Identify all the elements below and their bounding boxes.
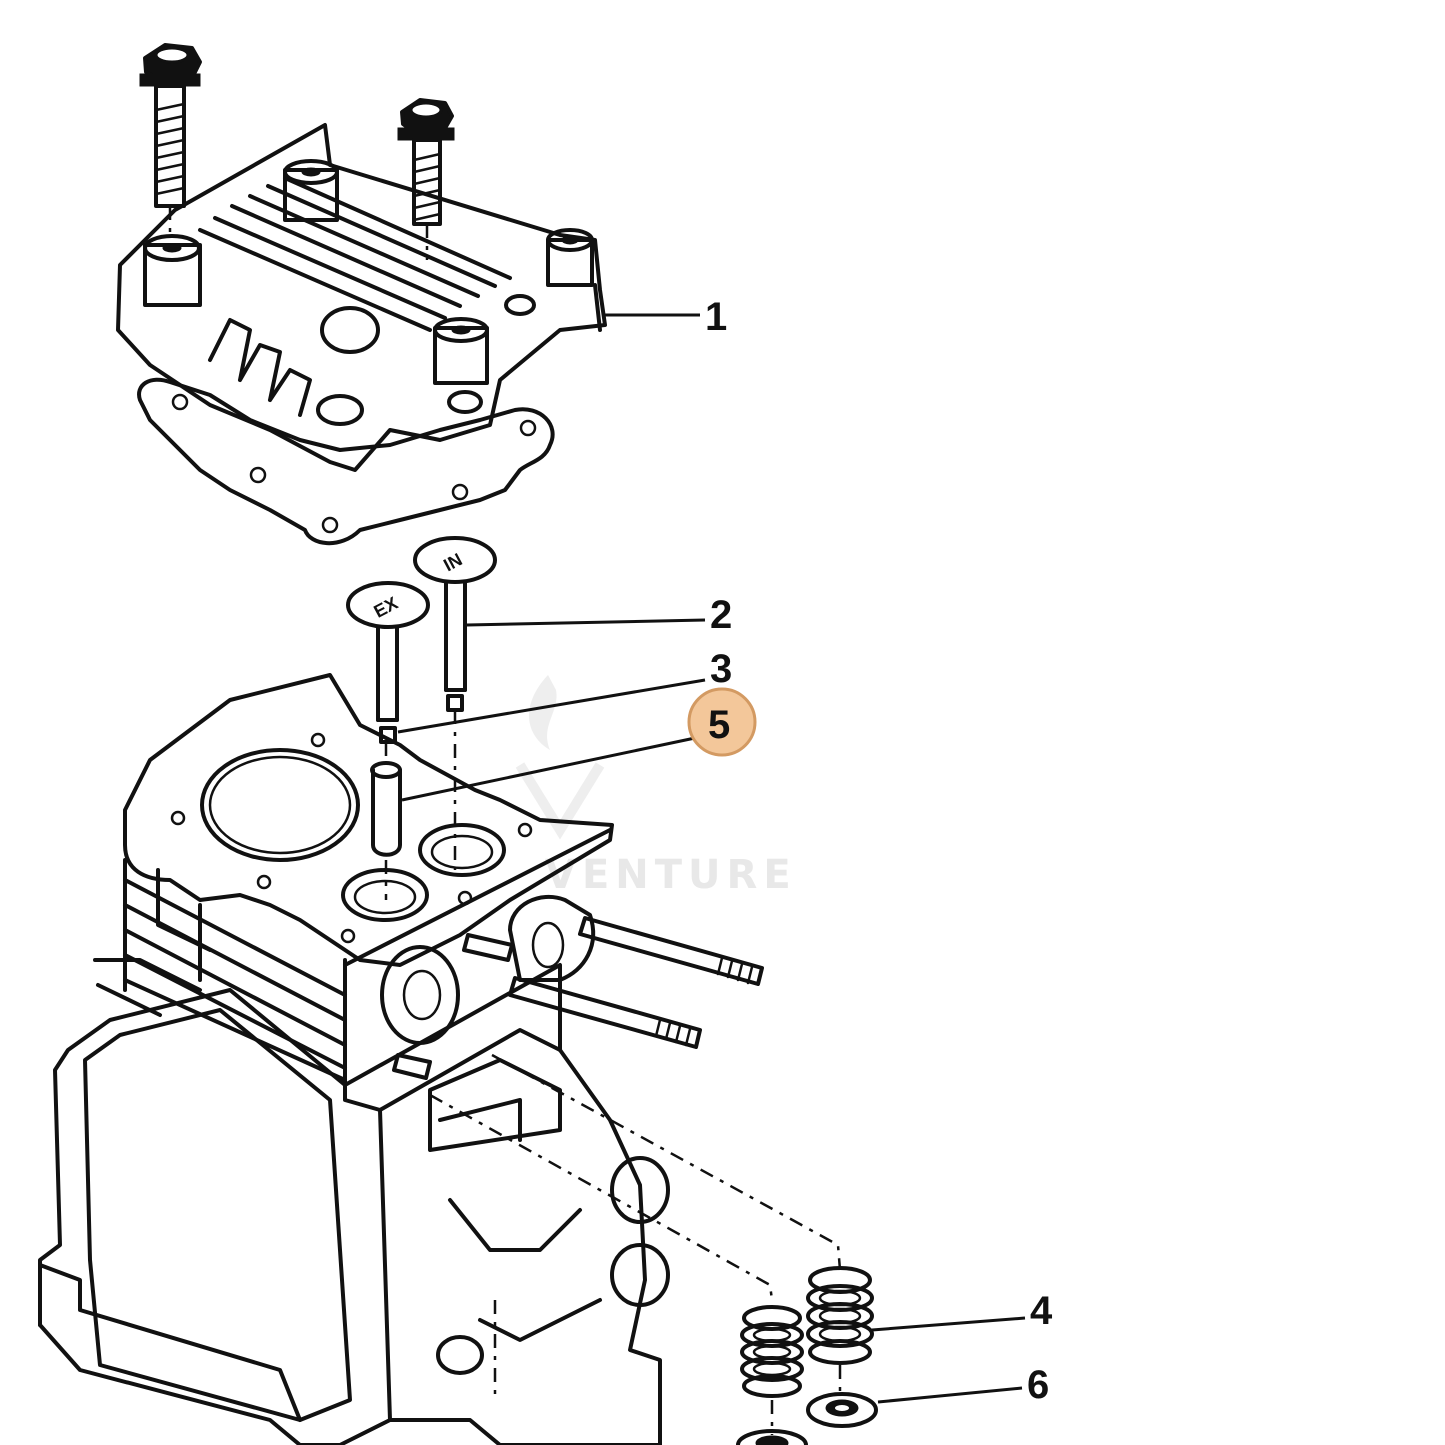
callout-3: 3 bbox=[710, 647, 732, 691]
bolt-right bbox=[397, 98, 455, 226]
valve-spring-right bbox=[806, 1266, 874, 1365]
callout-1: 1 bbox=[705, 295, 727, 339]
callout-6: 6 bbox=[1027, 1363, 1049, 1407]
watermark-text: VENTURE bbox=[545, 852, 797, 898]
stud-upper bbox=[578, 916, 764, 986]
spring-retainer-left bbox=[736, 1429, 808, 1445]
cylinder-head-cover bbox=[116, 43, 607, 546]
valve-spring-left bbox=[740, 1305, 804, 1398]
bolt-left bbox=[139, 43, 202, 208]
valve-exhaust: EX bbox=[346, 581, 430, 722]
callout-5: 5 bbox=[708, 703, 730, 747]
callout-4: 4 bbox=[1030, 1289, 1053, 1333]
cover-boss-2 bbox=[283, 159, 339, 222]
valve-mark-exhaust: EX bbox=[371, 593, 402, 622]
valve-mark-intake: IN bbox=[440, 549, 465, 575]
stud-side bbox=[392, 933, 514, 1080]
cover-boss-1 bbox=[143, 234, 202, 307]
valve-guide bbox=[370, 761, 402, 857]
callout-2: 2 bbox=[710, 593, 732, 637]
cover-boss-3 bbox=[546, 228, 594, 287]
stud-lower bbox=[508, 976, 702, 1049]
spring-retainer-right bbox=[806, 1392, 878, 1428]
callout-5-highlight: 5 bbox=[687, 687, 757, 757]
cylinder-block bbox=[38, 673, 764, 1445]
watermark: VENTURE bbox=[515, 675, 797, 898]
cover-boss-4 bbox=[433, 317, 489, 385]
